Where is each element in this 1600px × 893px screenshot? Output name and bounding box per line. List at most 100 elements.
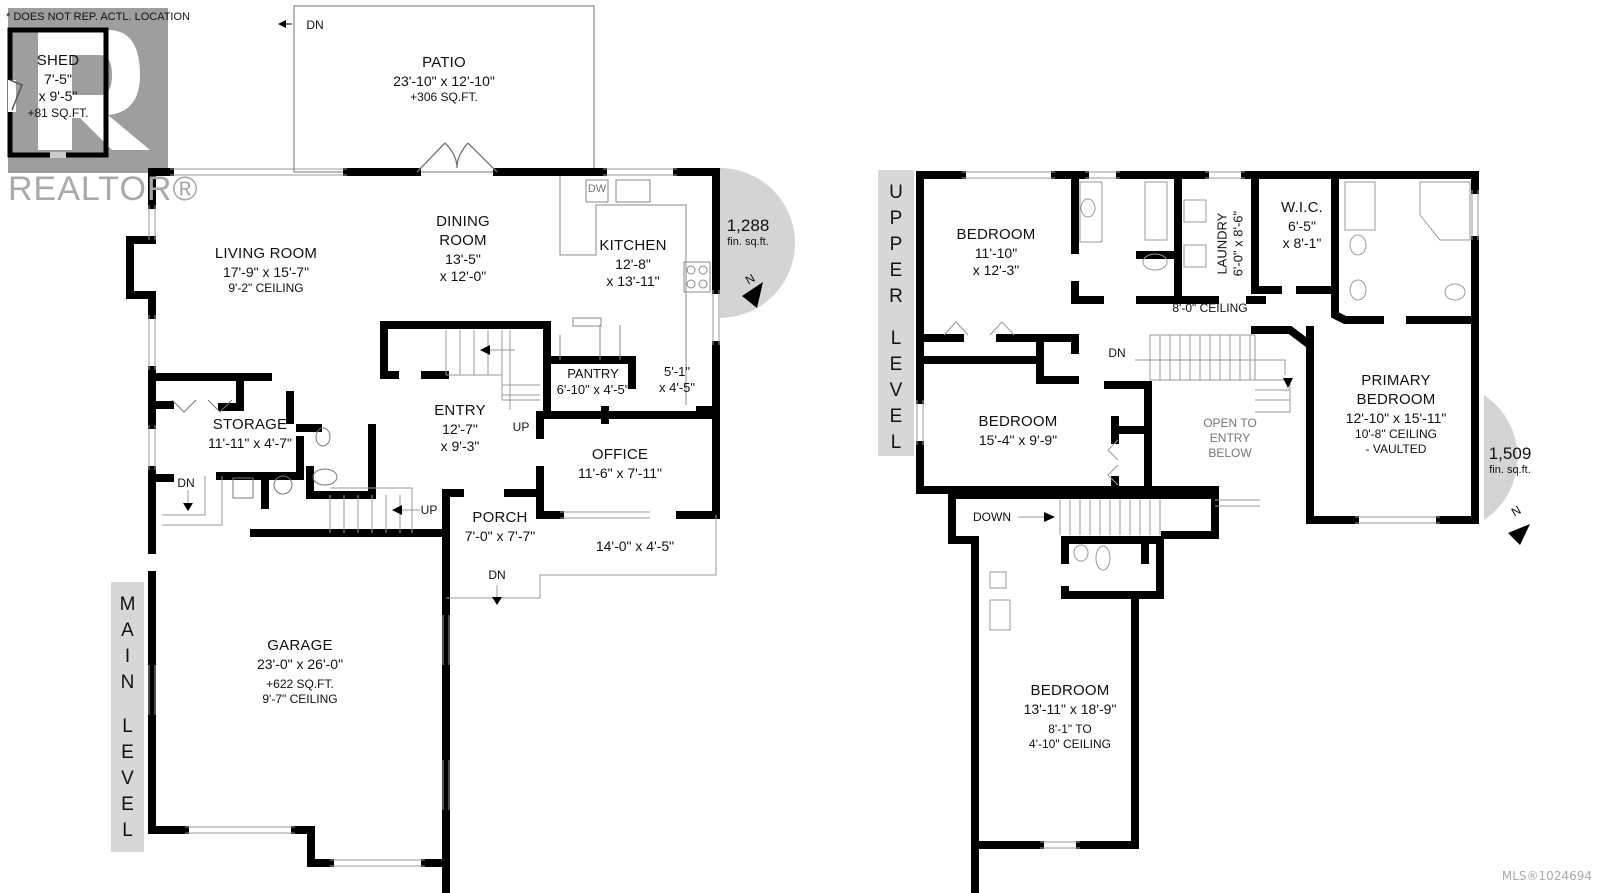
room-primary-bedroom: PRIMARY BEDROOM 12'-10" x 15'-11" 10'-8"… — [1346, 372, 1447, 457]
room-hall-5x4: 5'-1" x 4'-5" — [659, 364, 695, 397]
level-letter: N — [120, 672, 135, 693]
mls-number: MLS®1024694 — [1501, 869, 1592, 883]
sqft-value: 1,509 — [1488, 444, 1532, 463]
room-patio: PATIO 23'-10" x 12'-10" +306 SQ.FT. — [393, 54, 495, 105]
room-name: STORAGE — [212, 416, 288, 433]
level-letter: A — [121, 620, 134, 641]
room-dimension: 23'-10" x 12'-10" — [393, 72, 495, 89]
room-bedroom-3: BEDROOM 13'-11" x 18'-9" 8'-1" TO 4'-10"… — [1024, 682, 1117, 752]
main-level-sqft: 1,288 fin. sq.ft. — [727, 216, 770, 248]
room-name: BEDROOM — [978, 413, 1058, 430]
room-dimension: 7'-5" — [44, 70, 72, 87]
room-name: ENTRY — [434, 402, 486, 419]
room-dimension: 12'-10" x 15'-11" — [1345, 409, 1447, 426]
room-name: PATIO — [422, 54, 466, 71]
room-laundry: LAUNDRY 6'-0" x 8'-6" — [1214, 194, 1245, 294]
room-dimension: 23'-0" x 26'-0" — [256, 655, 344, 672]
level-letter: R — [889, 286, 903, 307]
room-dimension: 5'-1" — [664, 364, 690, 379]
room-name: GARAGE — [267, 637, 333, 654]
room-ceiling: 9'-2" CEILING — [228, 281, 304, 296]
level-letter: V — [121, 768, 134, 789]
room-office: OFFICE 11'-6" x 7'-11" — [578, 446, 662, 482]
room-area: +622 SQ.FT. — [266, 677, 334, 692]
room-dimension: 13'-11" x 18'-9" — [1023, 700, 1117, 717]
upper-level-label: U P P E R L E V E L — [878, 170, 914, 456]
room-dimension: 7'-0" x 7'-7" — [464, 527, 536, 544]
room-dimension: x 9'-5" — [38, 88, 78, 105]
level-letter: L — [890, 328, 902, 349]
room-ceiling: 9'-7" CEILING — [262, 692, 338, 707]
hall-ceiling: 8'-0" CEILING — [1172, 301, 1248, 315]
room-dimension: 6'-0" x 8'-6" — [1230, 210, 1245, 277]
room-garage: GARAGE 23'-0" x 26'-0" +622 SQ.FT. 9'-7"… — [257, 637, 343, 707]
room-dimension: 15'-4" x 9'-9" — [978, 431, 1058, 448]
room-dimension: 11'-10" — [974, 244, 1018, 261]
room-name: DINING — [436, 213, 490, 230]
room-bedroom-2: BEDROOM 15'-4" x 9'-9" — [979, 413, 1058, 449]
open-to-text: BELOW — [1208, 446, 1252, 460]
open-to-text: ENTRY — [1209, 431, 1251, 445]
level-letter: V — [889, 380, 903, 401]
sqft-unit: fin. sq.ft. — [1489, 464, 1531, 476]
room-storage: STORAGE 11'-11" x 4'-7" — [208, 416, 292, 452]
room-wic: W.I.C. 6'-5" x 8'-1" — [1281, 199, 1323, 253]
realtor-logo-icon — [8, 8, 168, 173]
level-letter: E — [121, 742, 134, 763]
room-dimension: 11'-6" x 7'-11" — [577, 464, 663, 481]
porch-stair-dn: DN — [488, 568, 506, 582]
room-pantry: PANTRY 6'-10" x 4'-5" — [557, 366, 630, 399]
room-name: ROOM — [439, 231, 487, 249]
room-name: OFFICE — [591, 446, 649, 463]
level-letter: E — [889, 354, 903, 375]
level-letter: L — [890, 432, 902, 453]
level-letter: I — [124, 646, 131, 667]
room-ceiling: 4'-10" CEILING — [1029, 737, 1111, 752]
storage-stair-dn: DN — [177, 476, 195, 490]
room-kitchen: KITCHEN 12'-8" x 13'-11" — [599, 237, 666, 291]
room-entry: ENTRY 12'-7" x 9'-3" — [434, 402, 486, 456]
sqft-value: 1,288 — [726, 216, 770, 235]
entry-stair-up: UP — [512, 420, 530, 434]
room-dimension: x 8'-1" — [1282, 235, 1322, 252]
stair-down-label: DOWN — [973, 510, 1011, 524]
room-dimension: 12'-8" — [615, 255, 651, 272]
room-dimension: x 12'-0" — [439, 268, 487, 284]
main-level-label: M A I N L E V E L — [111, 582, 144, 852]
room-dimension: 11'-11" x 4'-7" — [207, 434, 293, 451]
room-dimension: 6'-10" x 4'-5" — [556, 382, 630, 398]
room-name: BEDROOM — [1356, 390, 1436, 408]
realtor-watermark: REALTOR® — [8, 170, 199, 208]
dishwasher-label: DW — [587, 183, 607, 195]
open-to-text: OPEN TO — [1203, 416, 1257, 430]
room-name: KITCHEN — [599, 237, 667, 254]
room-dimension: x 12'-3" — [972, 262, 1020, 279]
room-name: SHED — [36, 52, 80, 69]
level-letter: E — [121, 794, 134, 815]
level-letter: P — [889, 208, 903, 229]
room-dimension: x 4'-5" — [659, 380, 695, 396]
open-to-below: OPEN TO ENTRY BELOW — [1203, 416, 1257, 461]
room-ceiling: 8'-1" TO — [1048, 722, 1092, 737]
room-dimension: 17'-9" x 15'-7" — [222, 263, 310, 280]
room-dining: DINING ROOM 13'-5" x 12'-0" — [436, 213, 490, 286]
room-deck: 14'-0" x 4'-5" — [595, 538, 675, 554]
room-area: +306 SQ.FT. — [410, 90, 478, 105]
room-bedroom-1: BEDROOM 11'-10" x 12'-3" — [957, 226, 1036, 280]
upper-level-walls — [916, 171, 1479, 893]
room-dimension: 13'-5" — [445, 250, 481, 267]
room-name: PORCH — [472, 509, 528, 526]
lower-stair-up: UP — [420, 503, 438, 517]
room-porch: PORCH 7'-0" x 7'-7" — [465, 509, 536, 545]
room-dimension: x 9'-3" — [440, 438, 480, 455]
room-name: PANTRY — [567, 366, 619, 381]
room-name: BEDROOM — [1030, 682, 1110, 699]
hall-stair-dn: DN — [1108, 346, 1126, 360]
level-letter: P — [889, 234, 903, 255]
location-disclaimer: * DOES NOT REP. ACTL. LOCATION — [6, 11, 190, 23]
room-ceiling: - VAULTED — [1365, 442, 1427, 456]
room-name: BEDROOM — [956, 226, 1036, 243]
room-dimension: x 13'-11" — [606, 273, 660, 290]
room-ceiling: 10'-8" CEILING — [1355, 427, 1437, 441]
